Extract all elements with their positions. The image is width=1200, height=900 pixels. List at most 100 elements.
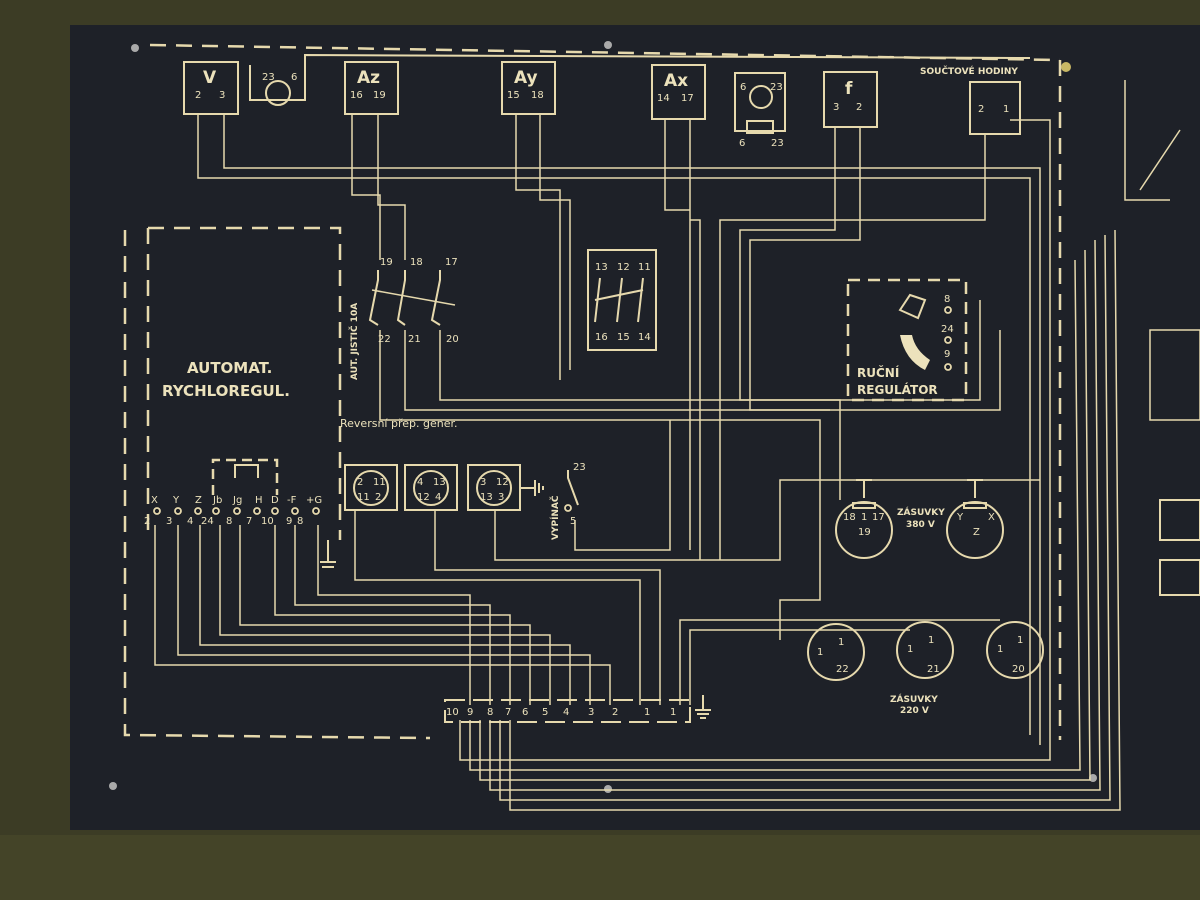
svg-text:+G: +G (306, 495, 322, 506)
svg-text:2: 2 (195, 90, 201, 101)
svg-text:SOUČTOVÉ HODINY: SOUČTOVÉ HODINY (920, 65, 1018, 77)
sockets-380v: 18 1 17 19 ZÁSUVKY 380 V Y X Z (835, 479, 1004, 559)
svg-text:11: 11 (373, 477, 386, 488)
svg-text:7: 7 (505, 707, 511, 718)
terminal-strip: 10 9 8 7 6 5 4 3 2 1 1 (444, 695, 711, 723)
svg-text:17: 17 (872, 512, 885, 523)
svg-text:11: 11 (357, 492, 370, 503)
meter-v: V 2 3 (183, 61, 239, 115)
svg-text:1: 1 (1003, 104, 1009, 115)
svg-text:1: 1 (670, 707, 676, 718)
automat-terminals: X Y Z Jb Jg H D -F +G 2 3 4 24 8 7 10 9 … (144, 495, 336, 568)
svg-text:2: 2 (856, 102, 862, 113)
svg-text:17: 17 (445, 257, 458, 268)
svg-text:3: 3 (166, 516, 172, 527)
svg-text:23: 23 (771, 138, 784, 149)
svg-text:16: 16 (595, 332, 608, 343)
svg-text:3: 3 (833, 102, 839, 113)
svg-text:10: 10 (446, 707, 459, 718)
svg-text:8: 8 (487, 707, 493, 718)
svg-text:1: 1 (1017, 635, 1023, 646)
screw-icon (604, 41, 612, 49)
svg-text:24: 24 (201, 516, 214, 527)
svg-text:1: 1 (861, 512, 867, 523)
svg-text:3: 3 (480, 477, 486, 488)
svg-text:24: 24 (941, 324, 954, 335)
adjacent-panel-fragment (1124, 80, 1200, 596)
svg-text:18: 18 (843, 512, 856, 523)
svg-text:6: 6 (739, 138, 745, 149)
svg-text:22: 22 (378, 334, 391, 345)
svg-text:2: 2 (357, 477, 363, 488)
svg-text:19: 19 (858, 527, 871, 538)
svg-text:19: 19 (373, 90, 386, 101)
svg-text:8: 8 (944, 294, 950, 305)
screw-icon (109, 782, 117, 790)
ground-icon (695, 695, 711, 719)
svg-text:11: 11 (638, 262, 651, 273)
svg-text:1: 1 (928, 635, 934, 646)
svg-text:Reversní přep. gener.: Reversní přep. gener. (340, 417, 457, 430)
svg-text:14: 14 (638, 332, 651, 343)
svg-text:AUTOMAT.: AUTOMAT. (187, 359, 272, 377)
circuit-breaker: AUT. JISTIČ 10A 19 18 17 22 21 20 (348, 257, 459, 380)
indicator-lamp-left: 23 6 (249, 53, 1031, 106)
svg-text:4: 4 (563, 707, 569, 718)
meter-az: Az 16 19 (344, 61, 399, 115)
svg-text:3: 3 (498, 492, 504, 503)
enclosure-bottom-rail (0, 835, 1200, 900)
svg-text:V: V (203, 68, 217, 88)
svg-text:13: 13 (595, 262, 608, 273)
svg-text:4: 4 (417, 477, 423, 488)
svg-text:RYCHLOREGUL.: RYCHLOREGUL. (162, 382, 290, 400)
svg-text:16: 16 (350, 90, 363, 101)
main-switch: VYPÍNAČ 23 5 (549, 462, 586, 540)
svg-text:2: 2 (612, 707, 618, 718)
svg-text:21: 21 (927, 664, 940, 675)
svg-text:10: 10 (261, 516, 274, 527)
svg-text:1: 1 (644, 707, 650, 718)
wire-bundle (154, 114, 1121, 811)
svg-text:VYPÍNAČ: VYPÍNAČ (549, 495, 561, 540)
svg-text:9: 9 (944, 349, 950, 360)
svg-text:4: 4 (187, 516, 193, 527)
svg-text:3: 3 (588, 707, 594, 718)
svg-text:f: f (845, 79, 853, 99)
svg-text:12: 12 (417, 492, 430, 503)
svg-text:1: 1 (907, 644, 913, 655)
svg-text:15: 15 (617, 332, 630, 343)
svg-text:13: 13 (433, 477, 446, 488)
svg-text:Jg: Jg (232, 495, 242, 506)
svg-text:4: 4 (435, 492, 441, 503)
svg-text:12: 12 (496, 477, 509, 488)
svg-text:ZÁSUVKY: ZÁSUVKY (897, 506, 945, 518)
svg-text:9: 9 (286, 516, 292, 527)
automatic-regulator-block: AUTOMAT. RYCHLOREGUL. (162, 359, 290, 495)
svg-text:23: 23 (573, 462, 586, 473)
svg-text:15: 15 (507, 90, 520, 101)
svg-text:Z: Z (195, 495, 202, 506)
svg-text:5: 5 (542, 707, 548, 718)
screw-icon (131, 44, 139, 52)
svg-text:8: 8 (226, 516, 232, 527)
svg-text:6: 6 (522, 707, 528, 718)
svg-text:13: 13 (480, 492, 493, 503)
meter-ax: Ax 14 17 (651, 64, 706, 120)
indicator-lamp-right: 6 23 6 23 (734, 72, 786, 149)
svg-text:22: 22 (836, 664, 849, 675)
svg-text:23: 23 (770, 82, 783, 93)
svg-text:Az: Az (357, 68, 380, 88)
svg-text:X: X (151, 495, 158, 506)
svg-text:6: 6 (291, 72, 297, 83)
svg-text:1: 1 (838, 637, 844, 648)
sockets-220v: 1 1 22 1 1 21 1 1 20 ZÁSUVKY 220 V (807, 621, 1044, 716)
manual-regulator: 8 24 9 RUČNÍ REGULÁTOR (846, 278, 968, 402)
svg-text:ZÁSUVKY: ZÁSUVKY (890, 693, 938, 705)
svg-text:21: 21 (408, 334, 421, 345)
svg-text:D: D (271, 495, 279, 506)
svg-text:8: 8 (297, 516, 303, 527)
svg-text:AUT. JISTIČ 10A: AUT. JISTIČ 10A (348, 303, 360, 380)
screw-icon (604, 785, 612, 793)
svg-text:2: 2 (144, 516, 150, 527)
